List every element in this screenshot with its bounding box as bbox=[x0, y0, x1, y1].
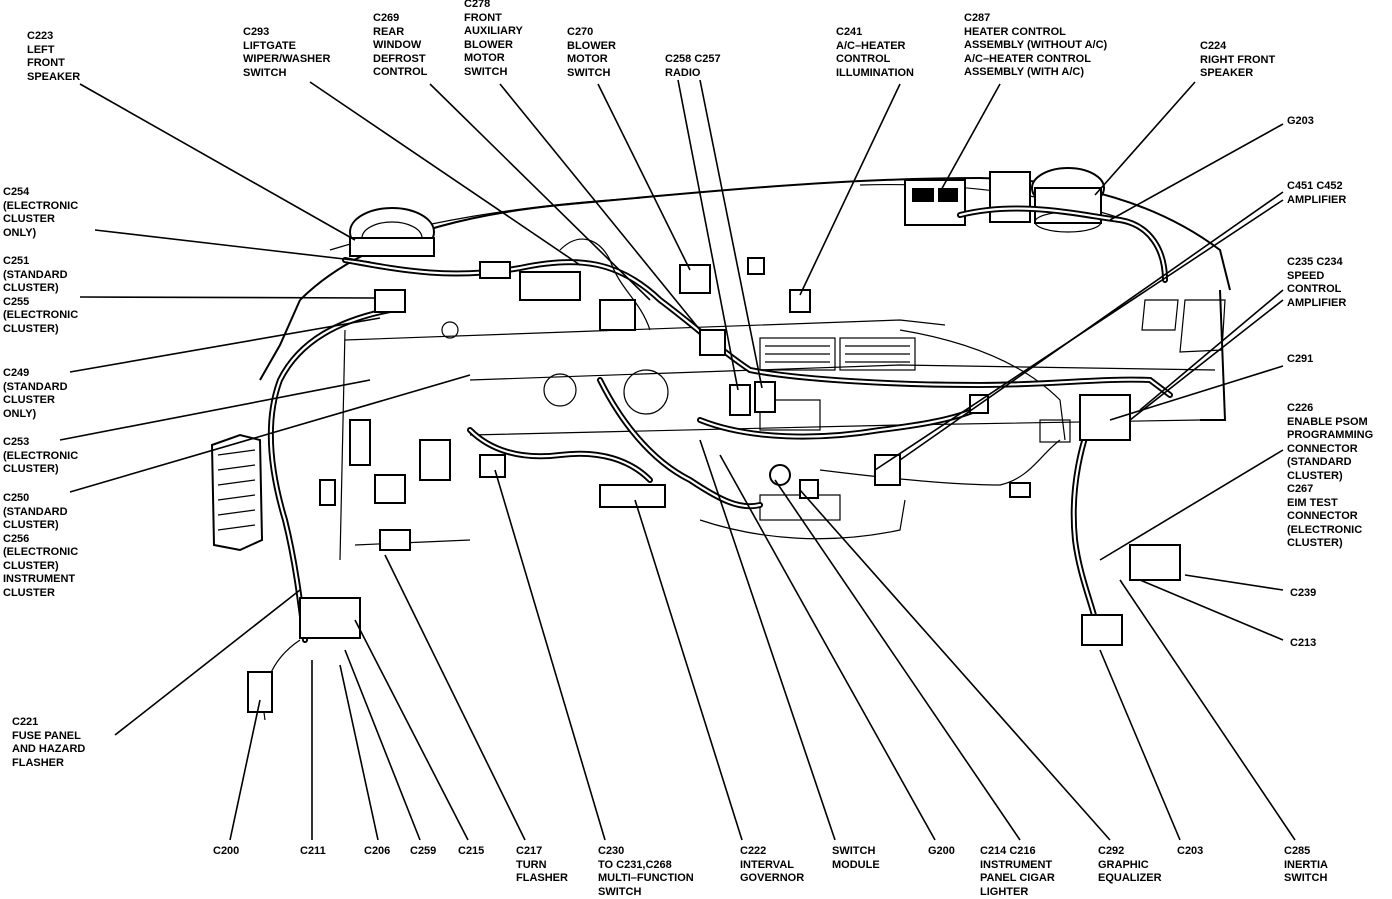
label-g200: G200 bbox=[928, 845, 955, 857]
label-c213: C213 bbox=[1290, 637, 1317, 649]
label-c215: C215 bbox=[458, 845, 485, 857]
leader-lines bbox=[59, 79, 1296, 841]
label-c239: C239 bbox=[1290, 587, 1317, 599]
connectors bbox=[247, 257, 1181, 713]
label-c206: C206 bbox=[364, 845, 391, 857]
main-harness bbox=[263, 205, 1173, 721]
heater-control bbox=[904, 171, 1031, 226]
label-c291: C291 bbox=[1287, 353, 1314, 365]
left-speaker bbox=[349, 207, 435, 257]
label-c259: C259 bbox=[410, 845, 437, 857]
label-c211: C211 bbox=[300, 845, 326, 857]
fuse-panel-box bbox=[210, 433, 264, 552]
instrument-panel-outline bbox=[259, 176, 1231, 561]
label-c203: C203 bbox=[1177, 845, 1204, 857]
right-speaker bbox=[1031, 167, 1105, 233]
label-g203: G203 bbox=[1287, 115, 1314, 127]
center-console bbox=[759, 337, 1071, 521]
label-c200: C200 bbox=[213, 845, 240, 857]
